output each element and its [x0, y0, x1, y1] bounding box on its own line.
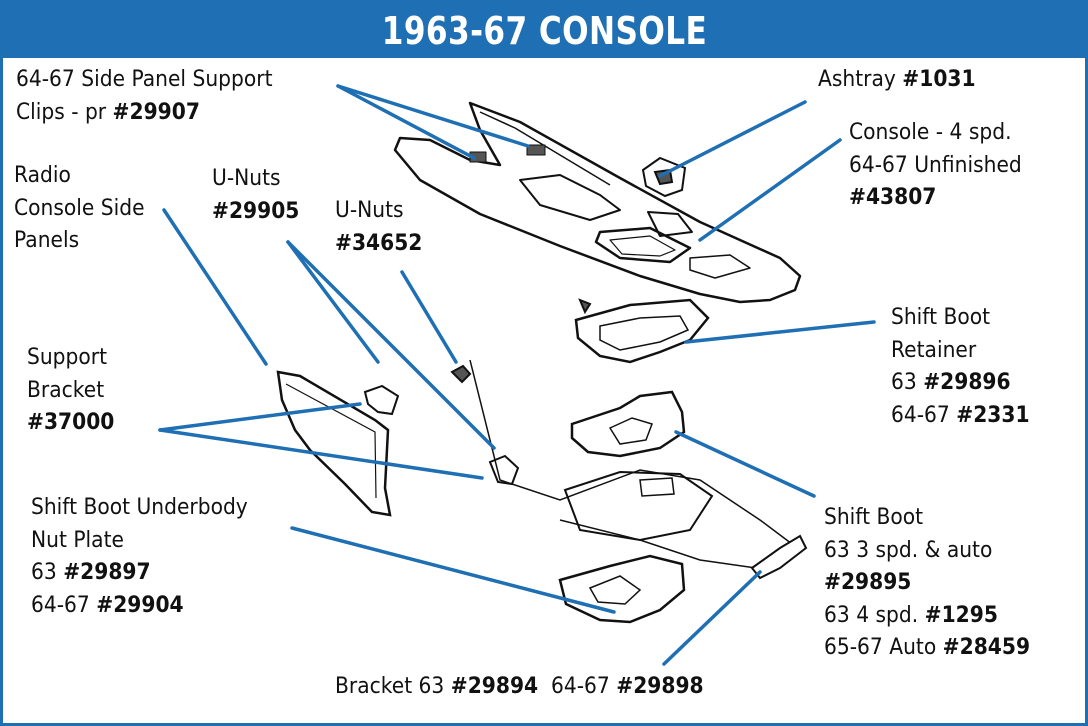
bracket-part	[750, 534, 808, 580]
part-number: #29904	[96, 592, 184, 618]
callout-side-panel-clips: 64-67 Side Panel Support Clips - pr #299…	[16, 64, 273, 129]
callout-console: Console - 4 spd. 64-67 Unfinished #43807	[849, 117, 1022, 215]
part-number: #43807	[849, 185, 937, 210]
part-number: #29907	[112, 99, 200, 125]
leader-unuts-a2	[286, 240, 496, 450]
callout-text: 64-67	[538, 674, 617, 699]
callout-text: 63	[31, 560, 64, 585]
callout-text: 63	[891, 370, 924, 395]
callout-text: Retainer	[891, 337, 977, 363]
callout-unuts-29905: U-Nuts #29905	[212, 163, 299, 228]
leader-nut-plate	[290, 526, 616, 614]
part-number: #1031	[902, 67, 976, 92]
leader-unuts-b	[400, 270, 458, 364]
floor-tunnel-part	[469, 359, 802, 571]
callout-text: U-Nuts	[212, 166, 281, 191]
callout-nut-plate: Shift Boot Underbody Nut Plate 63 #29897…	[31, 492, 248, 622]
leader-ashtray	[658, 100, 807, 178]
callout-text: Bracket 63	[335, 674, 451, 699]
callout-text: 64-67 Side Panel Support	[16, 67, 273, 92]
part-number: #2331	[956, 402, 1030, 428]
callout-text: Panels	[14, 228, 80, 253]
leader-bracket	[662, 570, 762, 666]
callout-text: U-Nuts	[335, 198, 404, 223]
callout-text: Clips - pr	[16, 99, 113, 125]
callout-text: Support	[27, 345, 108, 370]
part-number: #29905	[212, 198, 300, 224]
callout-text: 63 3 spd. & auto	[824, 537, 993, 563]
callout-text: Shift Boot	[891, 305, 991, 330]
leader-shift-boot	[674, 430, 816, 498]
shift-boot-part	[570, 390, 686, 458]
callout-support-bracket: Support Bracket #37000	[27, 342, 114, 440]
callout-text: Nut Plate	[31, 527, 124, 553]
leader-bracket-b	[158, 428, 484, 480]
leader-retainer	[684, 320, 876, 344]
callout-text: 64-67	[31, 592, 97, 618]
leader-unuts-a1	[286, 240, 380, 364]
part-number: #29897	[63, 560, 151, 585]
callout-text: Radio	[14, 163, 71, 188]
part-number: #29896	[923, 370, 1011, 395]
callout-text: Shift Boot Underbody	[31, 495, 248, 520]
part-number: #29895	[824, 570, 912, 595]
callout-text: 64-67	[891, 402, 957, 428]
callout-text: 65-67 Auto	[824, 635, 943, 660]
leader-bracket-a	[158, 402, 362, 432]
callout-shift-boot: Shift Boot 63 3 spd. & auto #29895 63 4 …	[824, 502, 1030, 665]
ashtray-part	[641, 156, 687, 198]
leader-lines	[158, 84, 876, 666]
leader-radio-panels	[162, 208, 268, 366]
callout-text: Console - 4 spd.	[849, 120, 1012, 145]
page-title: 1963-67 CONSOLE	[381, 8, 707, 53]
part-number: #37000	[27, 410, 115, 435]
callout-text: 64-67 Unfinished	[849, 152, 1022, 178]
callout-radio-panels: Radio Console Side Panels	[14, 160, 145, 258]
leader-clips-b	[336, 84, 530, 148]
callout-text: Shift Boot	[824, 505, 924, 530]
callout-shift-boot-retainer: Shift Boot Retainer 63 #29896 64-67 #233…	[891, 302, 1030, 432]
part-number: #28459	[942, 635, 1031, 660]
console-part	[393, 101, 802, 304]
radio-side-panel-part	[276, 370, 392, 517]
title-bar: 1963-67 CONSOLE	[3, 3, 1085, 58]
part-number: #1295	[924, 602, 998, 628]
part-number: #29894	[450, 674, 539, 699]
part-number: #34652	[335, 230, 423, 256]
part-number: #29898	[616, 674, 704, 699]
shift-boot-retainer-part	[574, 298, 710, 364]
leader-console	[698, 138, 842, 242]
callout-text: 63 4 spd.	[824, 602, 925, 628]
leader-clips-a	[336, 84, 476, 160]
callout-bracket: Bracket 63 #29894 64-67 #29898	[335, 671, 704, 704]
callout-ashtray: Ashtray #1031	[818, 64, 976, 97]
callout-text: Console Side	[14, 195, 145, 221]
callout-text: Ashtray	[818, 67, 903, 92]
callout-text: Bracket	[27, 377, 105, 403]
callout-unuts-34652: U-Nuts #34652	[335, 195, 422, 260]
nut-plate-part	[558, 554, 686, 624]
support-bracket-part	[363, 298, 592, 486]
